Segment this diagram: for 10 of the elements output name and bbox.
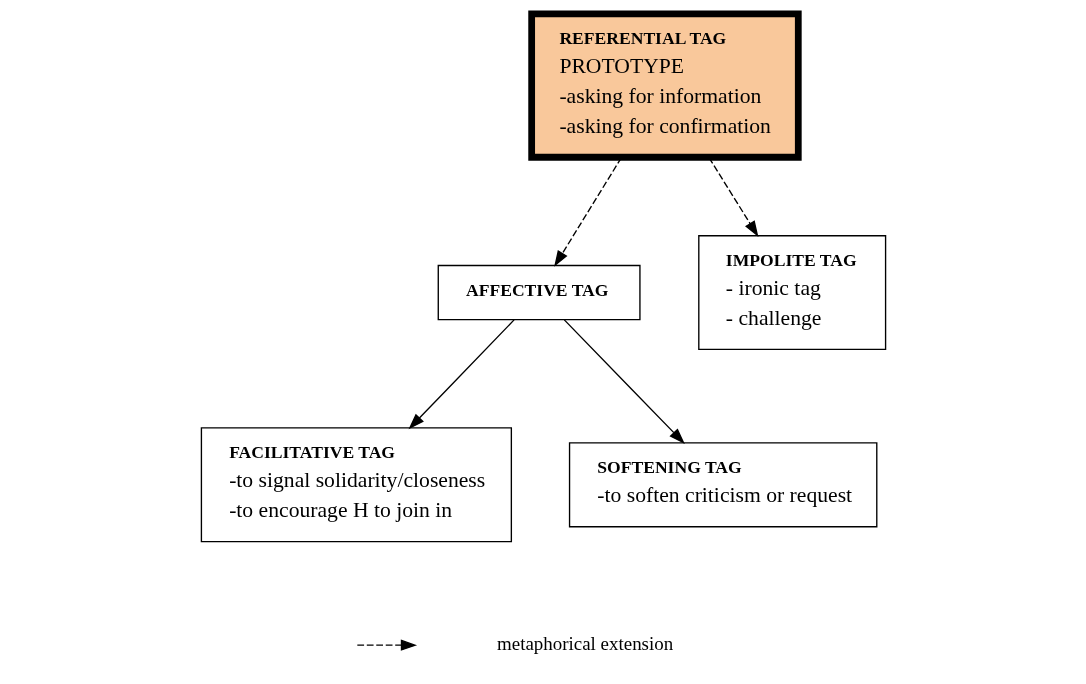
arrow: [563, 319, 685, 444]
node-box: IMPOLITE TAG - ironic tag - challenge: [697, 235, 886, 351]
arrow: [553, 157, 622, 267]
node-box: FACILITATIVE TAG -to signal solidarity/closeness -to encourage H to join in: [200, 427, 512, 543]
node-box: AFFECTIVE TAG: [437, 264, 641, 321]
node-box: SOFTENING TAG -to soften criticism or request: [568, 442, 877, 528]
arrow: [408, 319, 515, 430]
legend-label: metaphorical extension: [496, 633, 673, 655]
arrow: [707, 157, 758, 237]
node-box: REFERENTIAL TAG PROTOTYPE -asking for information -asking for confirmation: [527, 10, 802, 161]
